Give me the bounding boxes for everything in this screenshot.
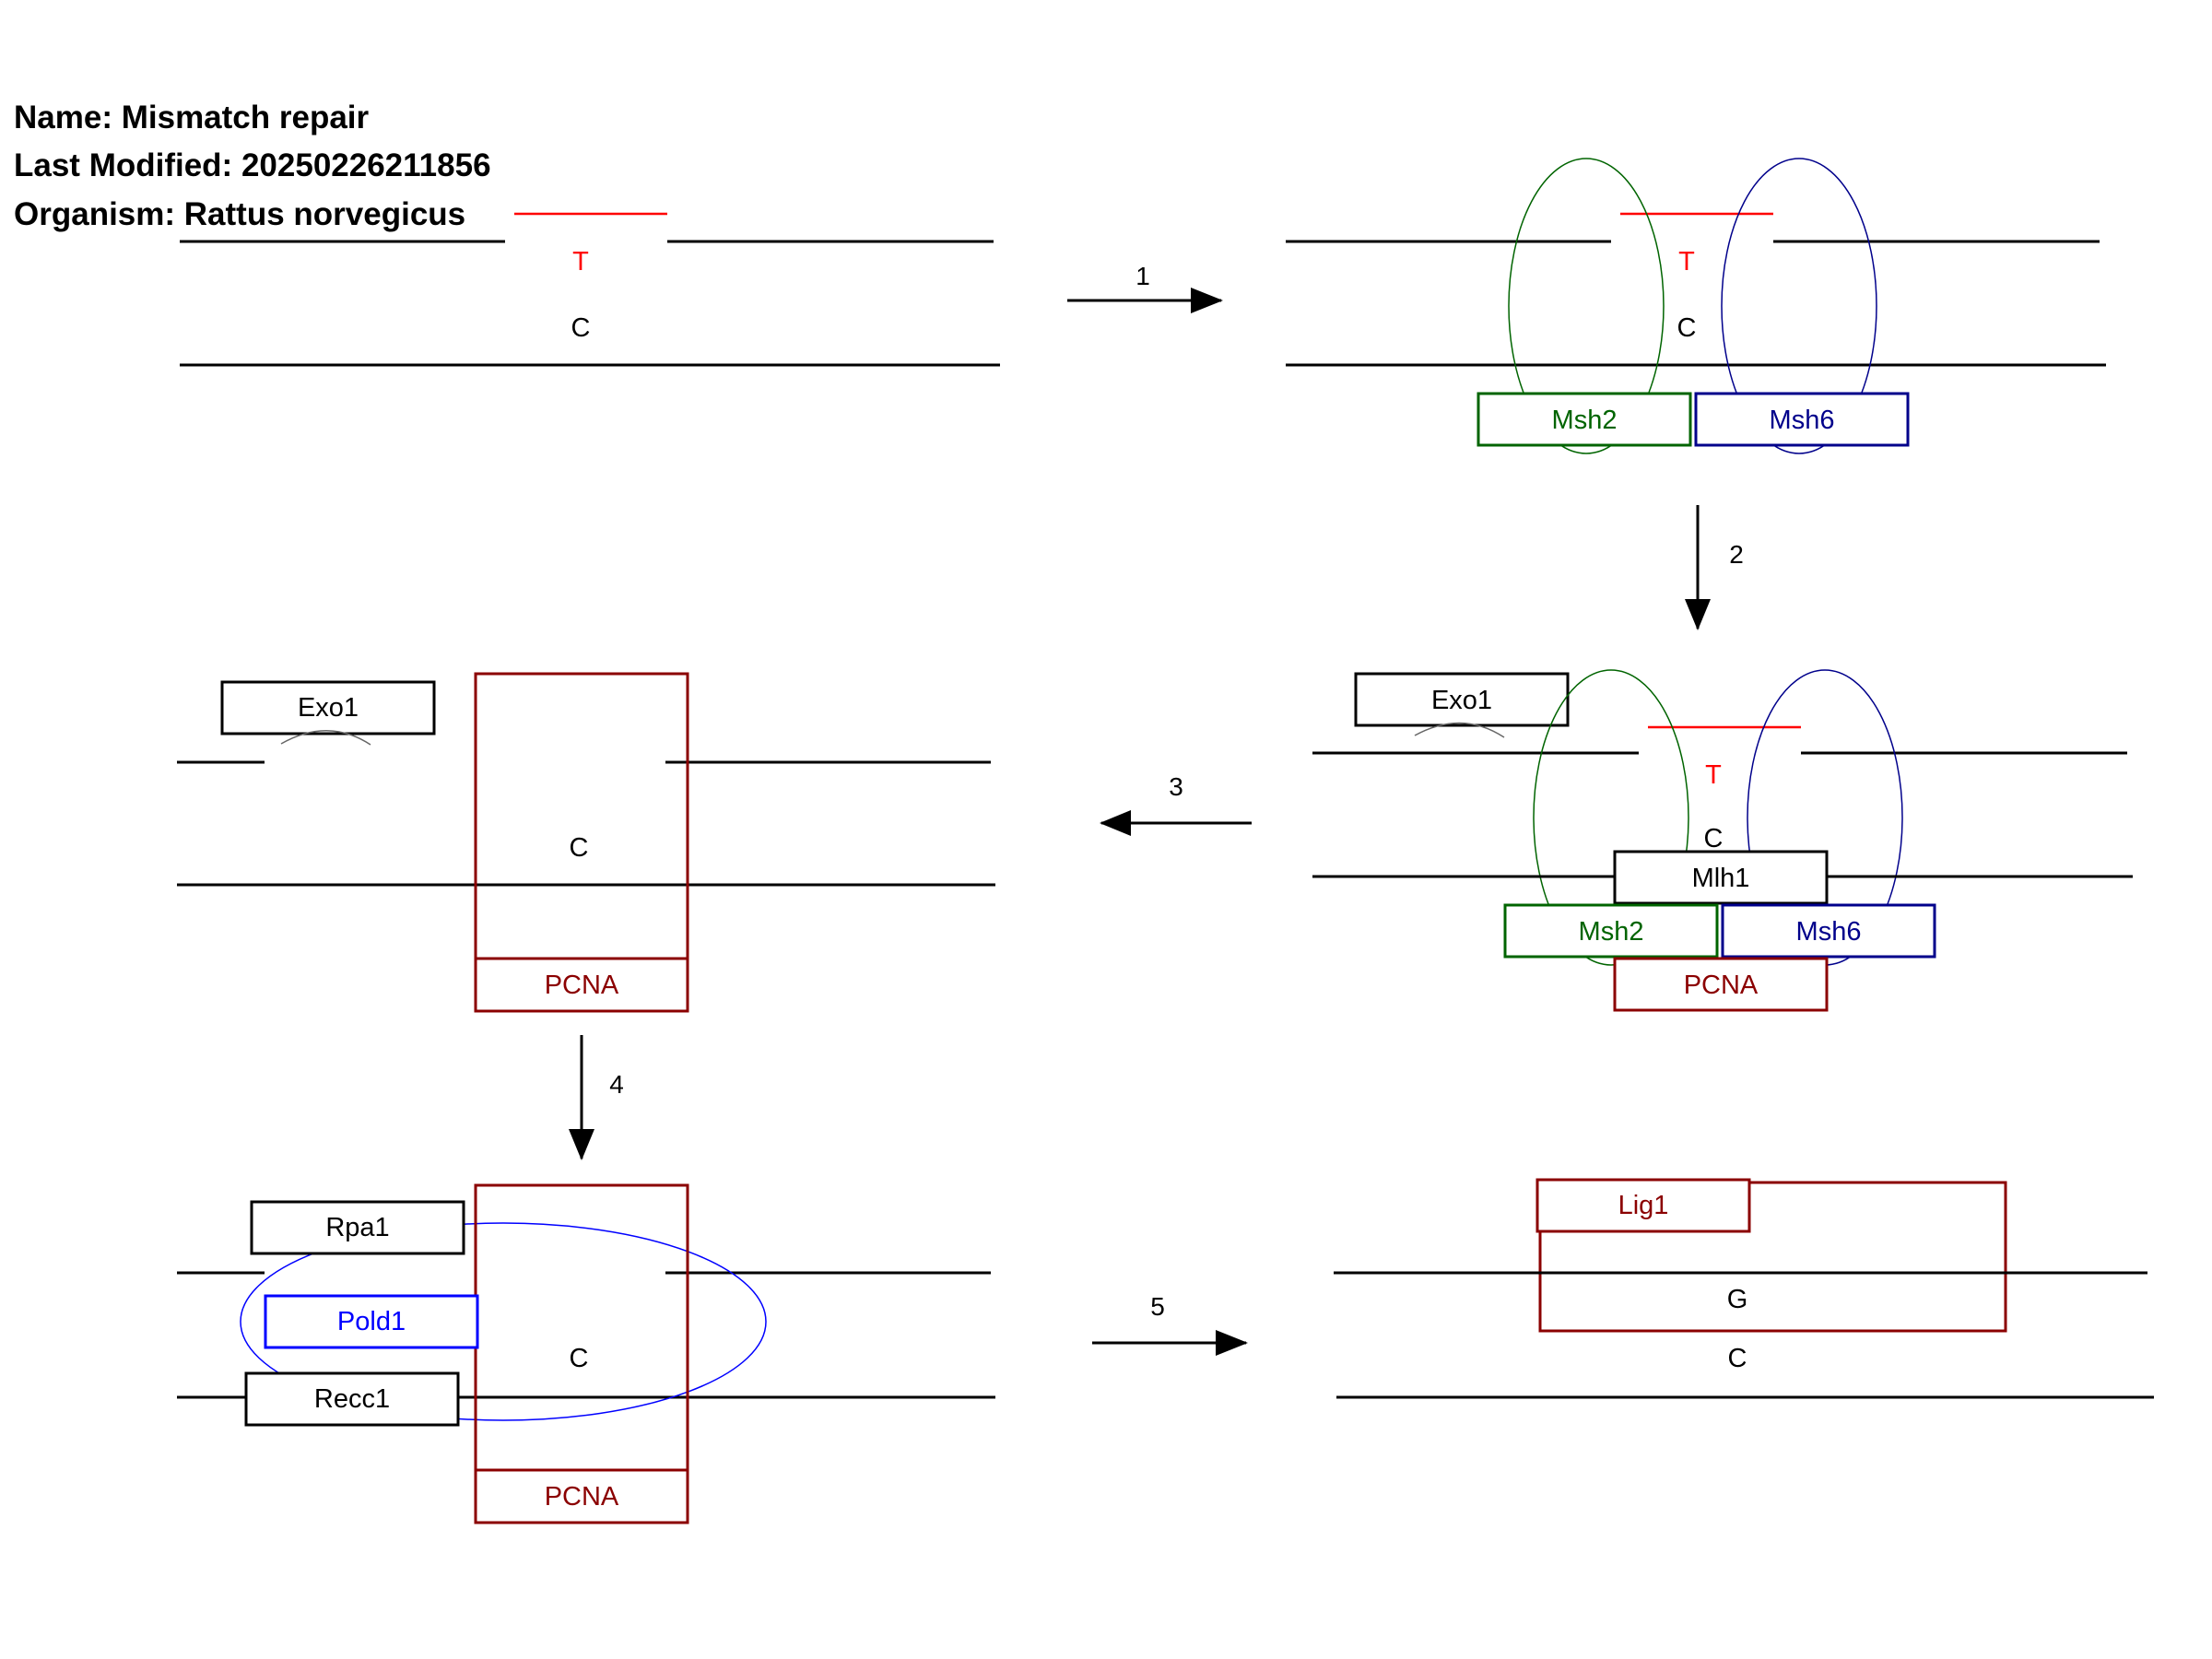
step-2: 2 [1685,505,1744,630]
step-4-arrowhead [569,1129,594,1160]
rpa1-label: Rpa1 [325,1213,389,1242]
mismatch-base: T [1705,760,1722,790]
exo1-box [220,680,436,735]
step-1-arrowhead [1191,288,1223,313]
panel-2-recognition: T C Msh2 Msh6 [1286,158,2106,454]
template-base: C [570,1344,589,1373]
step-4: 4 [569,1035,624,1160]
msh2-label: Msh2 [1579,917,1644,947]
msh6-label: Msh6 [1770,406,1835,435]
step-5: 5 [1092,1292,1248,1356]
template-base: C [570,833,589,863]
step-3: 3 [1100,772,1252,836]
pold1-complex-outline [240,1222,767,1421]
lig1-box [1535,1178,1751,1233]
template-base: C [1704,824,1724,853]
panel-4-excision: Exo1 C PCNA [177,672,995,1013]
organism-label: Organism: [14,196,176,232]
step-2-label: 2 [1729,540,1744,569]
panel-5-resynthesis: Rpa1 Pold1 Recc1 C PCNA [177,1183,995,1524]
organism: Organism: Rattus norvegicus [14,196,465,233]
mlh1-label: Mlh1 [1692,864,1750,893]
step-4-label: 4 [609,1070,624,1099]
new-base: G [1727,1285,1748,1314]
step-5-arrowhead [1216,1330,1248,1356]
template-base: C [1677,313,1697,343]
pcna-label: PCNA [545,971,619,1000]
recc1-box [244,1371,460,1427]
pathway-name-label: Name: [14,100,112,135]
recc1-label: Recc1 [314,1384,390,1414]
exo1-label: Exo1 [1431,686,1492,715]
step-3-label: 3 [1169,772,1183,801]
pold1-label: Pold1 [337,1307,406,1336]
step-1: 1 [1067,262,1223,313]
pold1-box [264,1294,479,1349]
organism-value: Rattus norvegicus [183,196,466,232]
mlh1-box [1613,850,1829,905]
pcna-clamp-outline [474,672,689,1013]
exo1-box [1354,672,1570,727]
lig1-complex-outline [1538,1181,2007,1333]
step-1-label: 1 [1135,262,1150,290]
template-base: C [571,313,591,343]
msh2-box [1477,392,1692,447]
pcna-box [1613,957,1829,1012]
msh6-complex-outline [1721,158,1877,454]
step-2-arrowhead [1685,599,1711,630]
pcna-label: PCNA [1684,971,1759,1000]
exo1-label: Exo1 [298,693,359,723]
last-modified-label: Last Modified: [14,147,233,183]
pathway-name-value: Mismatch repair [121,100,370,135]
msh6-label: Msh6 [1796,917,1862,947]
msh2-box [1503,903,1719,959]
mismatch-base: T [572,247,589,276]
msh2-complex-outline [1508,158,1665,454]
pcna-label: PCNA [545,1482,619,1512]
last-modified-value: 20250226211856 [241,147,491,183]
step-5-label: 5 [1150,1292,1165,1321]
mismatch-base: T [1678,247,1695,276]
msh2-label: Msh2 [1552,406,1618,435]
panel-1-mismatch: T C [180,212,1000,367]
pcna-clamp-outline [474,1183,689,1524]
step-3-arrowhead [1100,810,1131,836]
msh6-box [1721,903,1936,959]
panel-3-assembly: Exo1 T C Mlh1 Msh2 Msh6 PCNA [1312,669,2133,1012]
rpa1-box [250,1200,465,1255]
template-base: C [1728,1344,1747,1373]
last-modified: Last Modified: 20250226211856 [14,147,491,184]
msh2-complex-outline [1533,669,1689,966]
pathway-name: Name: Mismatch repair [14,100,369,136]
msh6-box [1694,392,1910,447]
panel-6-ligation: Lig1 G C [1334,1178,2154,1399]
exo1-link [280,730,371,746]
exo1-link [1414,722,1505,738]
lig1-label: Lig1 [1618,1191,1669,1220]
